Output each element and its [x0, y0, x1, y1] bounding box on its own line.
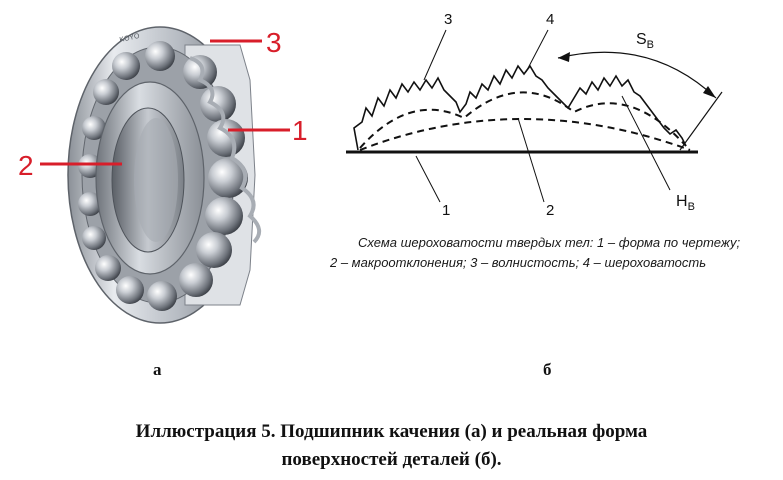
sb-dimension-arc: [557, 51, 717, 99]
figure-caption-line1: Иллюстрация 5. Подшипник качения (а) и р…: [135, 421, 648, 442]
label-macro-2: 2: [546, 202, 554, 219]
roughness-caption-line2: 2 – макроотклонения; 3 – волнистость; 4 …: [330, 255, 707, 270]
label-waviness-3: 3: [444, 11, 452, 28]
leader-n1: [415, 155, 441, 203]
roughness-caption-line1: Схема шероховатости твердых тел: 1 – фор…: [358, 235, 741, 250]
bearing-label-1: 1: [292, 115, 308, 146]
leader-hb: [621, 95, 671, 191]
label-roughness-4: 4: [546, 11, 554, 28]
bearing-illustration: KOYO 3 1 2: [18, 26, 308, 324]
sb-arrow-right: [703, 86, 716, 98]
bearing-label-2: 2: [18, 150, 34, 181]
sb-arrow-left: [558, 52, 570, 62]
leader-n2: [517, 117, 545, 203]
sb-extension-line: [679, 91, 723, 151]
figure-caption-line2: поверхностей деталей (б).: [281, 449, 502, 470]
label-sb: SB: [636, 31, 654, 51]
label-hb: HB: [676, 193, 695, 213]
bearing-label-3: 3: [266, 27, 282, 58]
macro-deviation-curve: [359, 118, 691, 151]
roughness-diagram: 3 4 1 2 SB HB: [346, 11, 723, 219]
panel-letter-a: а: [153, 360, 162, 379]
bearing-cage: [189, 56, 262, 244]
leader-n3: [423, 29, 447, 81]
leader-n4: [525, 29, 549, 73]
roughness-curve: [353, 64, 687, 151]
bearing-brand: KOYO: [119, 33, 141, 44]
label-form-1: 1: [442, 202, 450, 219]
panel-letter-b: б: [543, 360, 552, 379]
waviness-curve: [359, 91, 687, 149]
